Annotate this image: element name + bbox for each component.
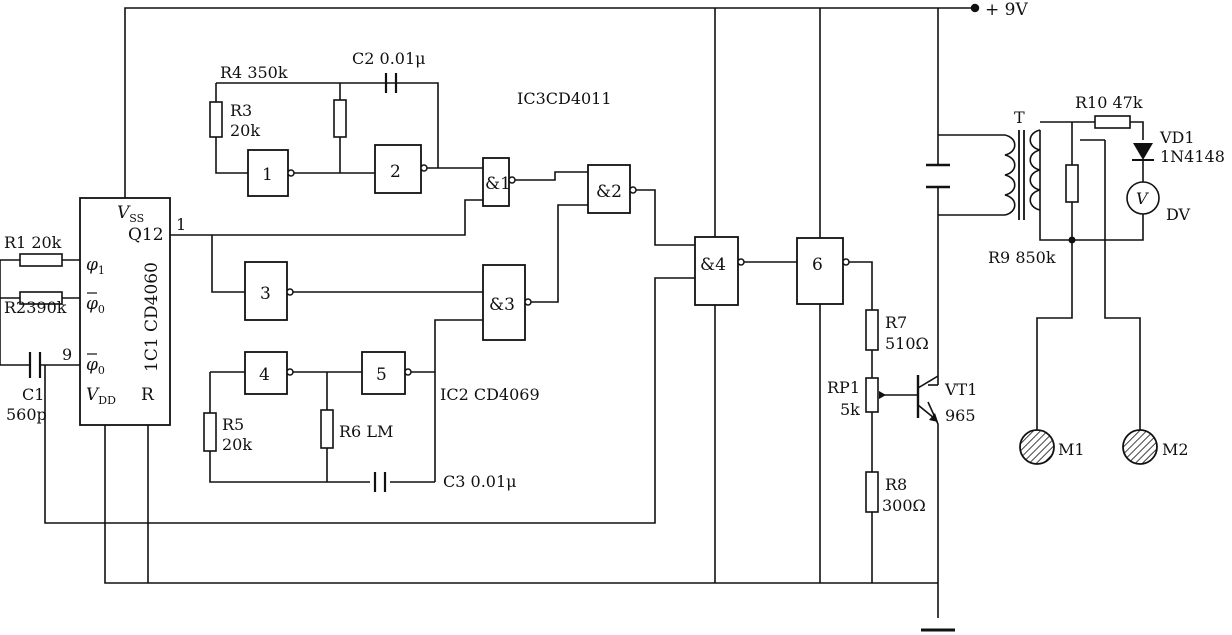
r8-resistor xyxy=(865,471,879,513)
r8-name-label: R8 xyxy=(885,475,907,494)
vt1-name-label: VT1 xyxy=(944,380,977,399)
c1-value-label: 560p xyxy=(6,405,47,424)
ic2-label: IC2 CD4069 xyxy=(440,385,540,404)
ic1-name-label: 1C1 CD4060 xyxy=(142,262,162,372)
m1-label: M1 xyxy=(1058,440,1085,459)
ic1-vdd-label: VDD xyxy=(86,385,116,407)
r1-label: R1 20k xyxy=(4,233,62,252)
r10-resistor xyxy=(1094,115,1131,129)
gate-1-label: 1 xyxy=(262,165,273,185)
r5-resistor xyxy=(203,412,217,452)
c1-name-label: C1 xyxy=(22,385,44,404)
vd1-value-label: 1N4148 xyxy=(1160,147,1225,166)
nand-4-label: &4 xyxy=(700,255,726,275)
r4-label: R4 350k xyxy=(220,63,288,82)
nand-1-label: &1 xyxy=(485,174,511,194)
c2-label: C2 0.01μ xyxy=(352,49,426,68)
r8-value-label: 300Ω xyxy=(882,496,926,515)
wires xyxy=(0,7,1144,618)
inverter-gate-4 xyxy=(244,351,288,395)
m1-probe xyxy=(1019,429,1055,465)
nand-gate-1 xyxy=(482,157,510,207)
nand-2-label: &2 xyxy=(596,182,622,202)
r3-value-label: 20k xyxy=(230,121,260,140)
voltmeter-symbol: V xyxy=(1136,189,1149,208)
nand-gate-4 xyxy=(694,236,739,306)
ic1-vss-label: VSS xyxy=(117,203,144,225)
gate-2-label: 2 xyxy=(390,162,401,182)
top-oscillator: R4 350k C2 0.01μ R3 20k 1 2 IC3CD4011 xyxy=(209,49,612,197)
vd1-diode xyxy=(1133,143,1153,160)
r6-resistor xyxy=(320,409,334,449)
ic1-cd4060: VSS Q12 1 φ1 φ0 φ0 9 VDD R 1C1 CD4060 xyxy=(62,197,186,426)
ic1-phi0a-label: φ0 xyxy=(86,294,105,316)
transformer-label: T xyxy=(1014,108,1025,127)
coupling-capacitor xyxy=(926,163,950,189)
rp1-value-label: 5k xyxy=(840,400,860,419)
ic1-phi1-label: φ1 xyxy=(86,255,105,277)
voltmeter xyxy=(1126,181,1160,215)
ic1-q12-label: Q12 xyxy=(128,225,164,245)
r9-label: R9 850k xyxy=(988,248,1056,267)
m2-probe xyxy=(1122,429,1158,465)
inverter-3: 3 xyxy=(244,261,294,321)
transformer-output: T R10 47k VD1 1N4148 V DV R9 850k M1 M2 xyxy=(988,93,1225,465)
c3-label: C3 0.01μ xyxy=(443,472,517,491)
r9-resistor xyxy=(1065,164,1079,203)
ic1-pin1-label: 1 xyxy=(176,215,186,234)
r1-resistor xyxy=(19,253,63,267)
gate-6-label: 6 xyxy=(812,255,823,275)
gate-4-label: 4 xyxy=(259,365,270,385)
r5-name-label: R5 xyxy=(222,415,244,434)
nand-3-label: &3 xyxy=(489,295,515,315)
nand-gates: &1 &2 &3 &4 xyxy=(482,157,745,341)
junctions xyxy=(970,3,1076,244)
bottom-oscillator: 4 5 R5 20k R6 LM C3 0.01μ IC2 CD4069 xyxy=(203,351,540,492)
m2-label: M2 xyxy=(1162,440,1189,459)
r4-resistor xyxy=(333,99,347,138)
rp1-potentiometer xyxy=(865,377,879,413)
ic1-reset-label: R xyxy=(141,385,155,405)
inverter-gate-5 xyxy=(361,351,406,395)
ic1-oscillator-parts: R1 20k R2390k C1 560p xyxy=(4,233,67,424)
c1-capacitor xyxy=(28,352,42,378)
c2-capacitor xyxy=(384,73,398,93)
rp1-name-label: RP1 xyxy=(827,378,860,397)
r2-resistor xyxy=(19,291,63,305)
r10-label: R10 47k xyxy=(1075,93,1143,112)
r7-value-label: 510Ω xyxy=(885,334,929,353)
r7-name-label: R7 xyxy=(885,313,907,332)
r2-label: R2390k xyxy=(4,298,67,317)
r6-label: R6 LM xyxy=(339,422,393,441)
inverter-6: 6 xyxy=(796,237,850,305)
supply-label: + 9V xyxy=(985,0,1028,20)
voltmeter-label: DV xyxy=(1166,205,1191,224)
ic1-phi0b-label: φ0 xyxy=(86,355,105,377)
r3-name-label: R3 xyxy=(230,101,252,120)
r3-resistor xyxy=(209,101,223,138)
r5-value-label: 20k xyxy=(222,435,252,454)
gate-5-label: 5 xyxy=(376,365,387,385)
vd1-name-label: VD1 xyxy=(1159,128,1195,147)
ic3-label: IC3CD4011 xyxy=(517,89,612,108)
gate-3-label: 3 xyxy=(260,284,271,304)
c3-capacitor xyxy=(373,472,387,492)
r7-resistor xyxy=(865,309,879,351)
inverter-gate-2 xyxy=(374,144,422,194)
transformer-primary xyxy=(1004,134,1016,216)
transformer-secondary xyxy=(1029,129,1041,211)
driver-stage: R7 510Ω RP1 5k R8 300Ω VT1 965 xyxy=(827,163,977,515)
ic1-pin9-label: 9 xyxy=(62,345,72,364)
vt1-value-label: 965 xyxy=(945,406,976,425)
